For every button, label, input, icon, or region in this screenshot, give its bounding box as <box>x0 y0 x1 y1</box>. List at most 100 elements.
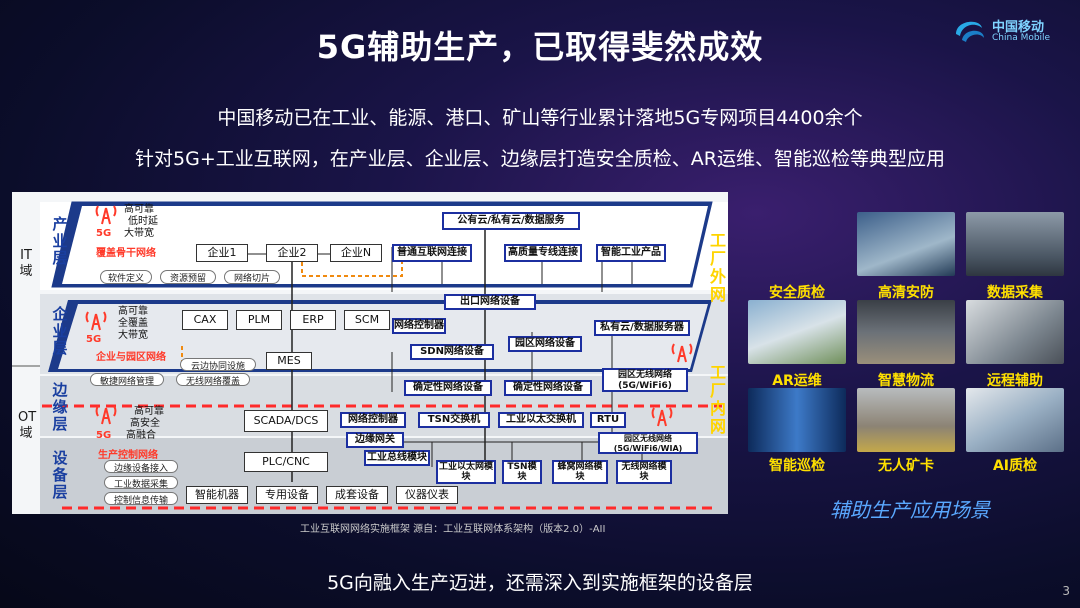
enterprise-net-label: 企业与园区网络 <box>96 352 166 363</box>
industry-feature-3: 大带宽 <box>124 228 154 239</box>
enterprise-feature-1: 高可靠 <box>118 306 148 317</box>
tsn-module-box: TSN模块 <box>502 460 542 484</box>
photo-smart-patrol <box>748 388 846 452</box>
device-instrument: 仪器仪表 <box>396 486 458 504</box>
exit-network-box: 出口网络设备 <box>444 294 536 310</box>
edge-feature-3: 高融合 <box>126 430 156 441</box>
inner-network-label: 工厂内网 <box>709 363 726 436</box>
private-line-box: 高质量专线连接 <box>504 244 582 262</box>
ethernet-switch-box: 工业以太交换机 <box>498 412 584 428</box>
rtu-box: RTU <box>590 412 626 428</box>
caption-smart-logistics: 智慧物流 <box>878 373 934 389</box>
caption-data-collection: 数据采集 <box>987 285 1043 301</box>
sdn-device-box: SDN网络设备 <box>410 344 494 360</box>
device-complete-set: 成套设备 <box>326 486 388 504</box>
photo-smart-logistics <box>857 300 955 364</box>
smart-product-box: 智能工业产品 <box>596 244 666 262</box>
device-layer-label: 设备层 <box>52 449 68 501</box>
device-special: 专用设备 <box>256 486 318 504</box>
system-plm: PLM <box>236 310 282 330</box>
caption-smart-patrol: 智能巡检 <box>769 458 825 474</box>
park-wireless-box: 园区无线网络(5G/WiFi6) <box>602 368 688 392</box>
caption-safety-inspection: 安全质检 <box>769 285 825 301</box>
system-scm: SCM <box>344 310 390 330</box>
industry-net-label: 覆盖骨干网络 <box>96 248 156 259</box>
photo-safety-inspection <box>748 212 846 276</box>
caption-ar-maintenance: AR运维 <box>772 373 822 389</box>
device-smart-machine: 智能机器 <box>186 486 248 504</box>
cloud-service-box: 公有云/私有云/数据服务 <box>442 212 580 230</box>
antenna-icon <box>671 343 693 363</box>
caption-ai-inspection: AI质检 <box>992 458 1038 474</box>
industry-layer-label: 产业层 <box>52 215 68 267</box>
subtitle-1: 中国移动已在工业、能源、港口、矿山等行业累计落地5G专网项目4400余个 <box>217 107 863 129</box>
it-domain-label: IT域 <box>19 248 33 279</box>
logo-cn: 中国移动 <box>992 20 1045 35</box>
caption-remote-assist: 远程辅助 <box>987 373 1043 389</box>
logo-icon <box>956 21 984 42</box>
system-mes: MES <box>266 352 312 370</box>
ethernet-module-box: 工业以太网模块 <box>436 460 496 484</box>
antenna-icon <box>95 205 117 225</box>
page-number: 3 <box>1062 584 1070 598</box>
pill-wireless-coverage: 无线网络覆盖 <box>176 373 250 387</box>
caption-hd-security: 高清安防 <box>878 285 934 301</box>
footer-text: 5G向融入生产迈进，还需深入到实施框架的设备层 <box>327 572 753 594</box>
pill-resource-reserve: 资源预留 <box>160 270 216 284</box>
plc-cnc-box: PLC/CNC <box>244 452 328 472</box>
enterprise-node-n: 企业N <box>330 244 382 262</box>
5g-label: 5G <box>86 334 102 345</box>
outer-network-label: 工厂外网 <box>709 231 726 304</box>
photo-data-collection <box>966 212 1064 276</box>
logo-en: China Mobile <box>992 33 1051 43</box>
5g-label: 5G <box>96 228 112 239</box>
industry-feature-1: 高可靠 <box>124 204 154 215</box>
enterprise-node-2: 企业2 <box>266 244 318 262</box>
edge-feature-1: 高可靠 <box>134 406 164 417</box>
photo-remote-assist <box>966 300 1064 364</box>
cellular-module-box: 蜂窝网络模块 <box>552 460 608 484</box>
fieldbus-module-box: 工业总线模块 <box>364 450 430 466</box>
pill-control-transfer: 控制信息传输 <box>104 492 178 506</box>
photo-unmanned-truck <box>857 388 955 452</box>
caption-unmanned-truck: 无人矿卡 <box>878 458 934 474</box>
network-controller-box: 网络控制器 <box>392 318 446 334</box>
deterministic-device-1: 确定性网络设备 <box>404 380 492 396</box>
edge-gateway-box: 边缘网关 <box>346 432 404 448</box>
antenna-icon <box>651 407 673 427</box>
internet-link-box: 普通互联网连接 <box>392 244 472 262</box>
pill-cloud-edge: 云边协同设施 <box>180 358 256 372</box>
private-cloud-box: 私有云/数据服务器 <box>594 320 690 336</box>
gallery-label: 辅助生产应用场景 <box>830 498 990 522</box>
pill-data-collect: 工业数据采集 <box>104 476 178 490</box>
pill-software-defined: 软件定义 <box>100 270 152 284</box>
enterprise-layer-label: 企业层 <box>52 305 68 357</box>
edge-feature-2: 高安全 <box>130 418 160 429</box>
photo-ai-inspection <box>966 388 1064 452</box>
network-framework-diagram: IT域 OT域 产业层 企业层 边缘层 设备层 高可靠 低时延 大带宽 5G 覆… <box>12 192 728 514</box>
enterprise-feature-3: 大带宽 <box>118 330 148 341</box>
5g-label: 5G <box>96 430 112 441</box>
industry-feature-2: 低时延 <box>128 216 158 227</box>
system-cax: CAX <box>182 310 228 330</box>
deterministic-device-2: 确定性网络设备 <box>504 380 592 396</box>
enterprise-feature-2: 全覆盖 <box>118 318 148 329</box>
wireless-module-box: 无线网络模块 <box>616 460 672 484</box>
park-network-box: 园区网络设备 <box>508 336 582 352</box>
edge-layer-label: 边缘层 <box>52 381 68 433</box>
photo-ar-maintenance <box>748 300 846 364</box>
edge-network-controller: 网络控制器 <box>340 412 406 428</box>
pill-network-slice: 网络切片 <box>224 270 280 284</box>
antenna-icon <box>95 405 117 425</box>
device-net-label: 生产控制网络 <box>98 450 158 461</box>
tsn-switch-box: TSN交换机 <box>418 412 490 428</box>
pill-agile-mgmt: 敏捷网络管理 <box>90 373 164 387</box>
subtitle-2: 针对5G+工业互联网，在产业层、企业层、边缘层打造安全质检、AR运维、智能巡检等… <box>135 148 945 170</box>
photo-hd-security <box>857 212 955 276</box>
ot-domain-label: OT域 <box>18 410 37 441</box>
pill-edge-access: 边缘设备接入 <box>104 460 178 474</box>
system-erp: ERP <box>290 310 336 330</box>
china-mobile-logo: 中国移动 China Mobile <box>952 14 1062 50</box>
scada-dcs-box: SCADA/DCS <box>244 410 328 432</box>
antenna-icon <box>85 311 107 331</box>
